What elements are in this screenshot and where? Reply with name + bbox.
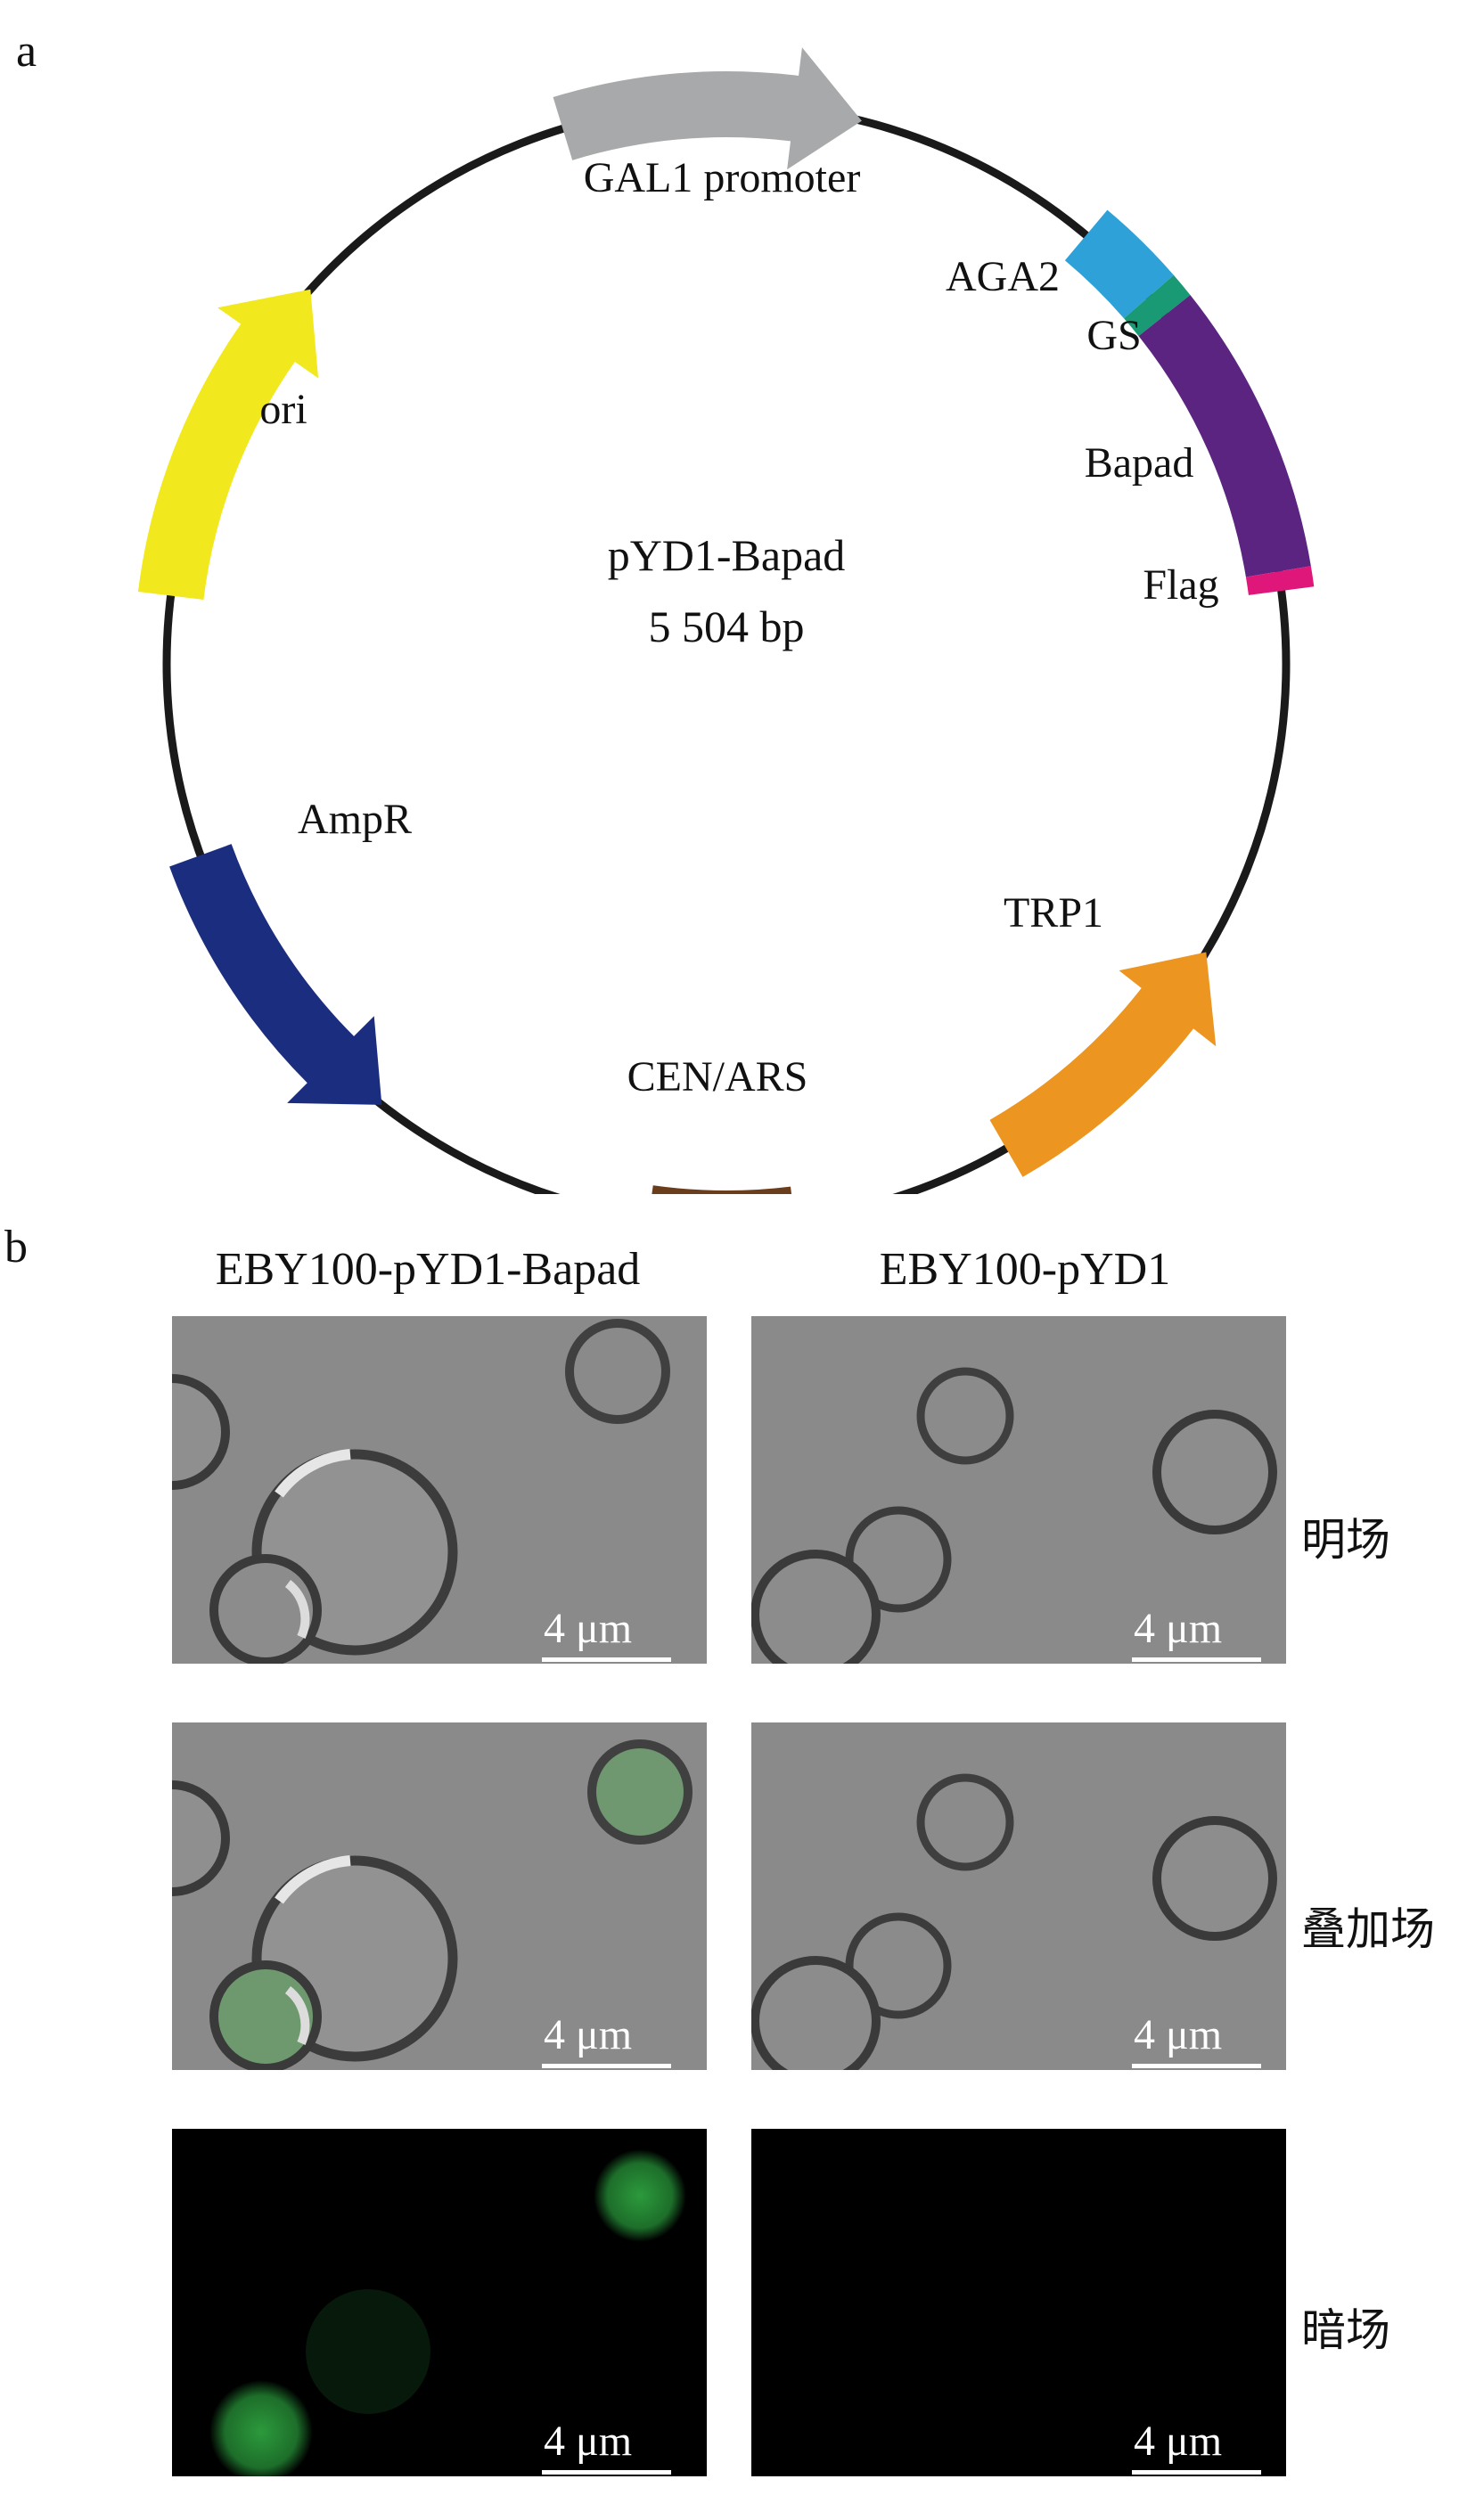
- label-cenars: CEN/ARS: [627, 1053, 808, 1100]
- column-title-control: EBY100-pYD1: [879, 1244, 1171, 1295]
- scale-bar: [542, 1657, 671, 1662]
- label-trp1: TRP1: [1004, 889, 1103, 937]
- scale-bar: [1132, 1657, 1261, 1662]
- scale-bar: [1132, 2470, 1261, 2475]
- image-bapad-brightfield: [172, 1316, 707, 1664]
- label-ori: ori: [259, 386, 307, 433]
- scale-bar: [542, 2064, 671, 2068]
- row-label-darkfield: 暗场: [1301, 2304, 1390, 2356]
- label-gs: GS: [1086, 312, 1141, 359]
- feature-arc-trp1: [989, 952, 1217, 1177]
- feature-arc-ampr: [169, 844, 382, 1105]
- feature-arc-aga2: [1064, 209, 1174, 319]
- plasmid-map: pYD1-Bapad 5 504 bp GAL1 promoter AGA2 G…: [137, 47, 1315, 1194]
- label-bapad: Bapad: [1085, 439, 1194, 487]
- plasmid-size: 5 504 bp: [649, 601, 805, 651]
- row-label-brightfield: 明场: [1301, 1514, 1390, 1566]
- scale-bar: [1132, 2064, 1261, 2068]
- feature-arc-gs: [1124, 274, 1191, 337]
- image-bapad-darkfield: [172, 2129, 707, 2476]
- image-control-overlay: [751, 1722, 1286, 2070]
- scale-label: 4 μm: [544, 2418, 633, 2465]
- feature-arc-cenars: [652, 1185, 792, 1194]
- feature-arc-flag: [1245, 566, 1315, 595]
- image-control-darkfield: [751, 2129, 1286, 2476]
- plasmid-name: pYD1-Bapad: [608, 530, 846, 580]
- image-control-brightfield: [751, 1316, 1286, 1664]
- scale-bar: [542, 2470, 671, 2475]
- label-flag: Flag: [1143, 561, 1218, 609]
- scale-label: 4 μm: [544, 2011, 633, 2058]
- panel-label-b: b: [4, 1222, 28, 1272]
- label-ampr: AmpR: [298, 796, 412, 843]
- label-aga2: AGA2: [946, 253, 1060, 300]
- image-bapad-overlay: [172, 1722, 707, 2070]
- feature-arc-ori: [137, 289, 319, 600]
- scale-label: 4 μm: [1134, 2418, 1223, 2465]
- scale-label: 4 μm: [544, 1605, 633, 1652]
- panel-label-a: a: [16, 26, 37, 77]
- label-gal1: GAL1 promoter: [584, 154, 861, 201]
- scale-label: 4 μm: [1134, 1605, 1223, 1652]
- feature-arc-bapad: [1138, 295, 1311, 577]
- feature-arc-gal1: [553, 47, 862, 170]
- row-label-overlay: 叠加场: [1301, 1903, 1435, 1955]
- column-title-bapad: EBY100-pYD1-Bapad: [215, 1244, 641, 1295]
- scale-label: 4 μm: [1134, 2011, 1223, 2058]
